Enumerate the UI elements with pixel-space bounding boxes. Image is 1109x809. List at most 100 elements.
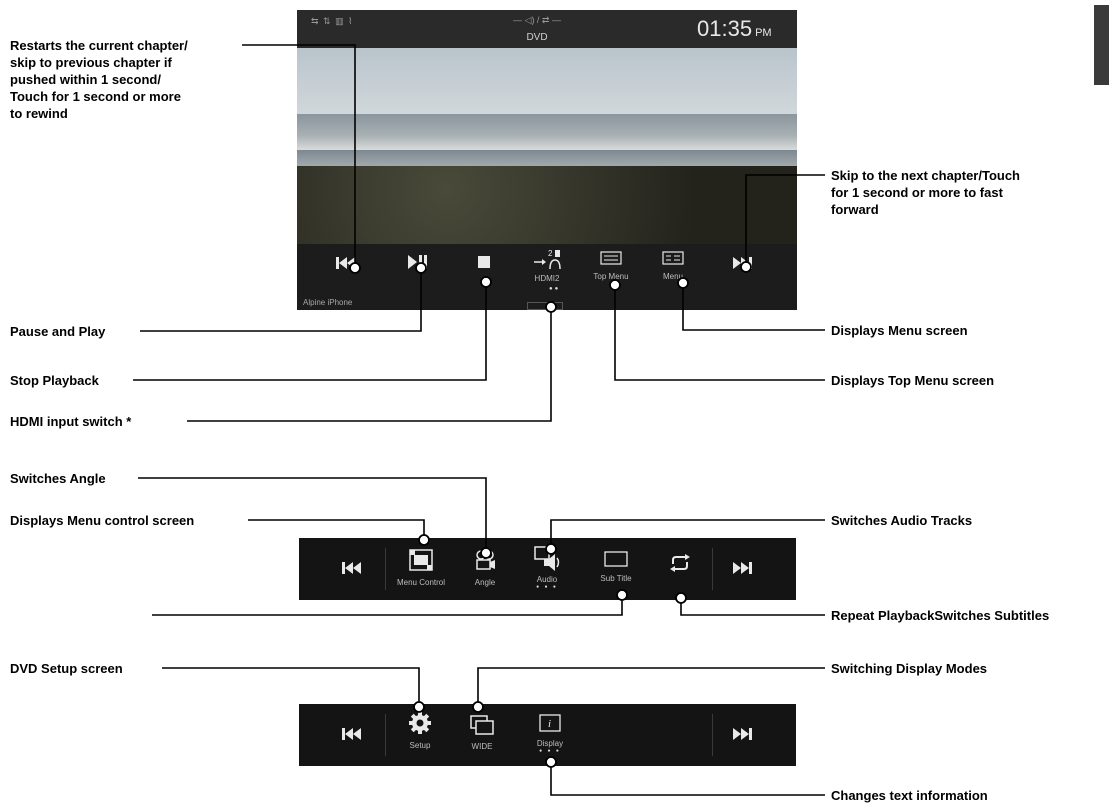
section-tab-marker: [1094, 5, 1109, 85]
subtitle-button[interactable]: Sub Title: [594, 551, 638, 583]
stop-button[interactable]: [477, 255, 491, 274]
callout-hdmi: HDMI input switch *: [10, 414, 132, 429]
video-rocks: [297, 166, 797, 244]
top-menu-label: Top Menu: [593, 272, 629, 281]
status-icons: ⇆ ⇅ ▥ ⌇: [311, 16, 354, 26]
video-sea: [297, 114, 797, 150]
leader-repeat: [680, 598, 825, 616]
callout-dvd-setup: DVD Setup screen: [10, 661, 123, 676]
next-icon: [733, 728, 752, 740]
marker-menu: [677, 277, 689, 289]
subtitle-label: Sub Title: [600, 574, 632, 583]
callout-display-modes: Switching Display Modes: [831, 661, 988, 676]
menu-control-button[interactable]: Menu Control: [391, 549, 451, 587]
svg-text:i: i: [548, 718, 551, 730]
leader-menu-control: [248, 519, 425, 540]
marker-hdmi: [545, 301, 557, 313]
angle-label: Angle: [474, 578, 496, 587]
marker-audio: [545, 543, 557, 555]
callout-text-info: Changes text information: [831, 788, 988, 803]
source-label: DVD: [526, 32, 548, 43]
callout-stop: Stop Playback: [10, 373, 99, 388]
marker-stop: [480, 276, 492, 288]
bar3-next-button[interactable]: [733, 727, 753, 746]
repeat-icon: [670, 554, 690, 572]
subtitle-icon: [604, 551, 628, 567]
stop-icon: [478, 256, 490, 268]
marker-menu-control: [418, 534, 430, 546]
marker-setup: [413, 701, 425, 713]
separator: [385, 714, 386, 756]
display-button[interactable]: i Display ● ● ●: [531, 714, 569, 754]
marker-angle: [480, 547, 492, 559]
play-pause-icon: [408, 255, 427, 269]
playback-controls: 2 HDMI2 Top Menu Menu ●● Alpine iPhone: [297, 244, 797, 310]
leader-prev-chapter: [242, 44, 356, 268]
pause-play-button[interactable]: [407, 254, 427, 275]
leader-pause-play: [140, 268, 422, 332]
hdmi-switch-button[interactable]: 2 HDMI2: [529, 248, 565, 283]
marker-pause-play: [415, 262, 427, 274]
leader-audio: [550, 519, 825, 549]
callout-next-chapter: Skip to the next chapter/Touch for 1 sec…: [831, 168, 1021, 217]
wide-screen-icon: [470, 715, 494, 735]
leader-subtitles: [152, 595, 623, 616]
callout-angle: Switches Angle: [10, 471, 106, 486]
clock-ampm: PM: [755, 27, 772, 39]
hdmi-icon: 2: [534, 249, 561, 270]
separator: [712, 714, 713, 756]
display-label: Display: [536, 739, 564, 748]
menu-control-icon: [409, 549, 433, 571]
callout-menu-screen: Displays Menu screen: [831, 323, 968, 338]
marker-wide: [472, 701, 484, 713]
menu-control-label: Menu Control: [396, 578, 446, 587]
leader-angle: [138, 477, 487, 553]
next-icon: [733, 562, 752, 574]
menu-icon: [662, 251, 684, 265]
separator: [385, 548, 386, 590]
top-menu-icon: [600, 251, 622, 265]
previous-icon: [342, 562, 361, 574]
bar2-previous-button[interactable]: [341, 561, 361, 580]
hdmi-label: HDMI2: [534, 274, 560, 283]
controls-bar-page-3: Setup WIDE i Display ● ● ●: [299, 704, 796, 766]
separator: [712, 548, 713, 590]
setup-label: Setup: [409, 741, 431, 750]
wide-button[interactable]: WIDE: [465, 715, 499, 751]
page-indicator: [527, 302, 563, 310]
previous-icon: [342, 728, 361, 740]
callout-pause-play: Pause and Play: [10, 324, 106, 339]
leader-stop: [133, 282, 487, 381]
leader-hdmi: [187, 307, 552, 422]
top-menu-button[interactable]: Top Menu: [588, 251, 634, 281]
marker-subtitles: [616, 589, 628, 601]
callout-menu-control: Displays Menu control screen: [10, 513, 195, 528]
callout-repeat-subtitles: Repeat PlaybackSwitches Subtitles: [831, 608, 1050, 623]
menu-button[interactable]: Menu: [655, 251, 691, 281]
leader-display: [550, 762, 825, 796]
bar3-previous-button[interactable]: [341, 727, 361, 746]
hdmi-number: 2: [548, 249, 553, 258]
leader-next-chapter: [745, 174, 825, 267]
audio-button[interactable]: Audio ● ● ●: [531, 546, 563, 590]
leader-wide: [477, 667, 825, 707]
clock-time: 01:35: [697, 16, 753, 41]
video-area[interactable]: [297, 48, 797, 244]
wide-label: WIDE: [471, 742, 493, 751]
marker-repeat: [675, 592, 687, 604]
leader-menu: [682, 283, 825, 331]
gear-icon: [409, 712, 431, 734]
marker-display: [545, 756, 557, 768]
leader-setup: [162, 667, 420, 707]
repeat-button[interactable]: [669, 554, 691, 577]
device-name: Alpine iPhone: [303, 298, 353, 307]
info-icon: i: [539, 714, 561, 732]
setup-button[interactable]: Setup: [403, 712, 437, 750]
menu-label: Menu: [662, 272, 683, 281]
page-dots: ●●: [549, 286, 561, 292]
callout-prev-chapter: Restarts the current chapter/ skip to pr…: [10, 38, 188, 121]
bar2-next-button[interactable]: [733, 561, 753, 580]
